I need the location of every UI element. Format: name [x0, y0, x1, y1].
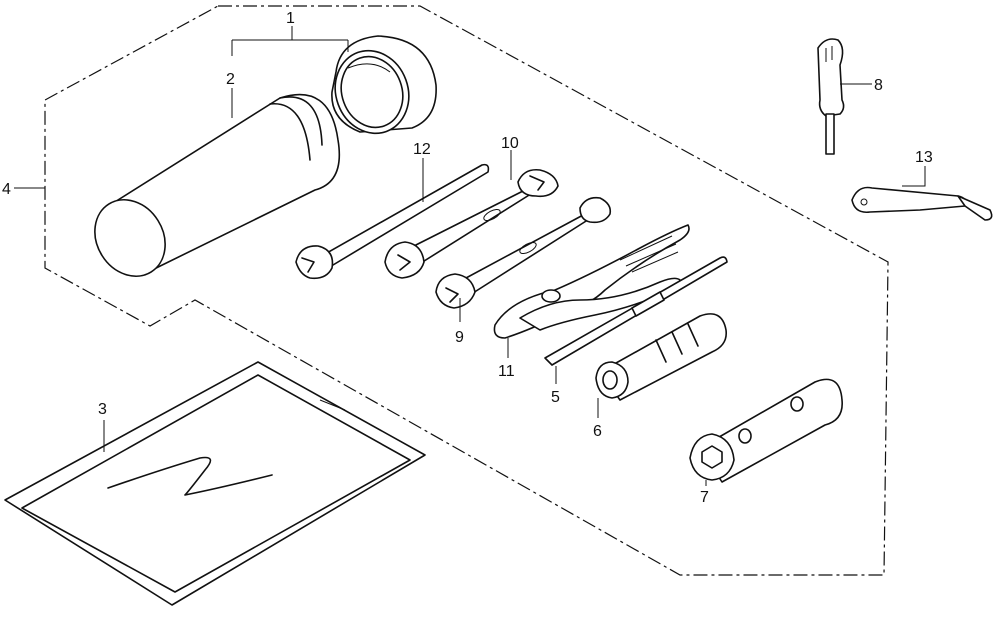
callout-11: 11	[498, 363, 515, 380]
wrench-9	[435, 196, 612, 309]
callout-12: 12	[413, 141, 431, 158]
callout-6: 6	[593, 423, 602, 440]
tool-tube	[94, 93, 341, 277]
long-wrench	[295, 163, 490, 280]
pliers	[493, 224, 690, 339]
wrench-10	[384, 168, 559, 279]
screwdriver-shaft	[544, 256, 728, 366]
callout-1: 1	[286, 10, 295, 27]
callout-13: 13	[915, 149, 933, 166]
callout-9: 9	[455, 329, 464, 346]
screwdriver-handle	[595, 313, 728, 401]
callout-8: 8	[874, 77, 883, 94]
kit-group-boundary	[44, 5, 889, 576]
callout-3: 3	[98, 401, 107, 418]
tool-bag	[4, 361, 426, 606]
tube-cap	[331, 35, 437, 135]
callout-2: 2	[226, 71, 235, 88]
callout-7: 7	[700, 489, 709, 506]
leader-lines	[14, 26, 926, 486]
box-spanner	[689, 378, 843, 483]
callout-10: 10	[501, 135, 519, 152]
small-screwdriver	[817, 38, 845, 155]
l-handle	[851, 186, 993, 221]
callout-4: 4	[2, 181, 11, 198]
callout-5: 5	[551, 389, 560, 406]
